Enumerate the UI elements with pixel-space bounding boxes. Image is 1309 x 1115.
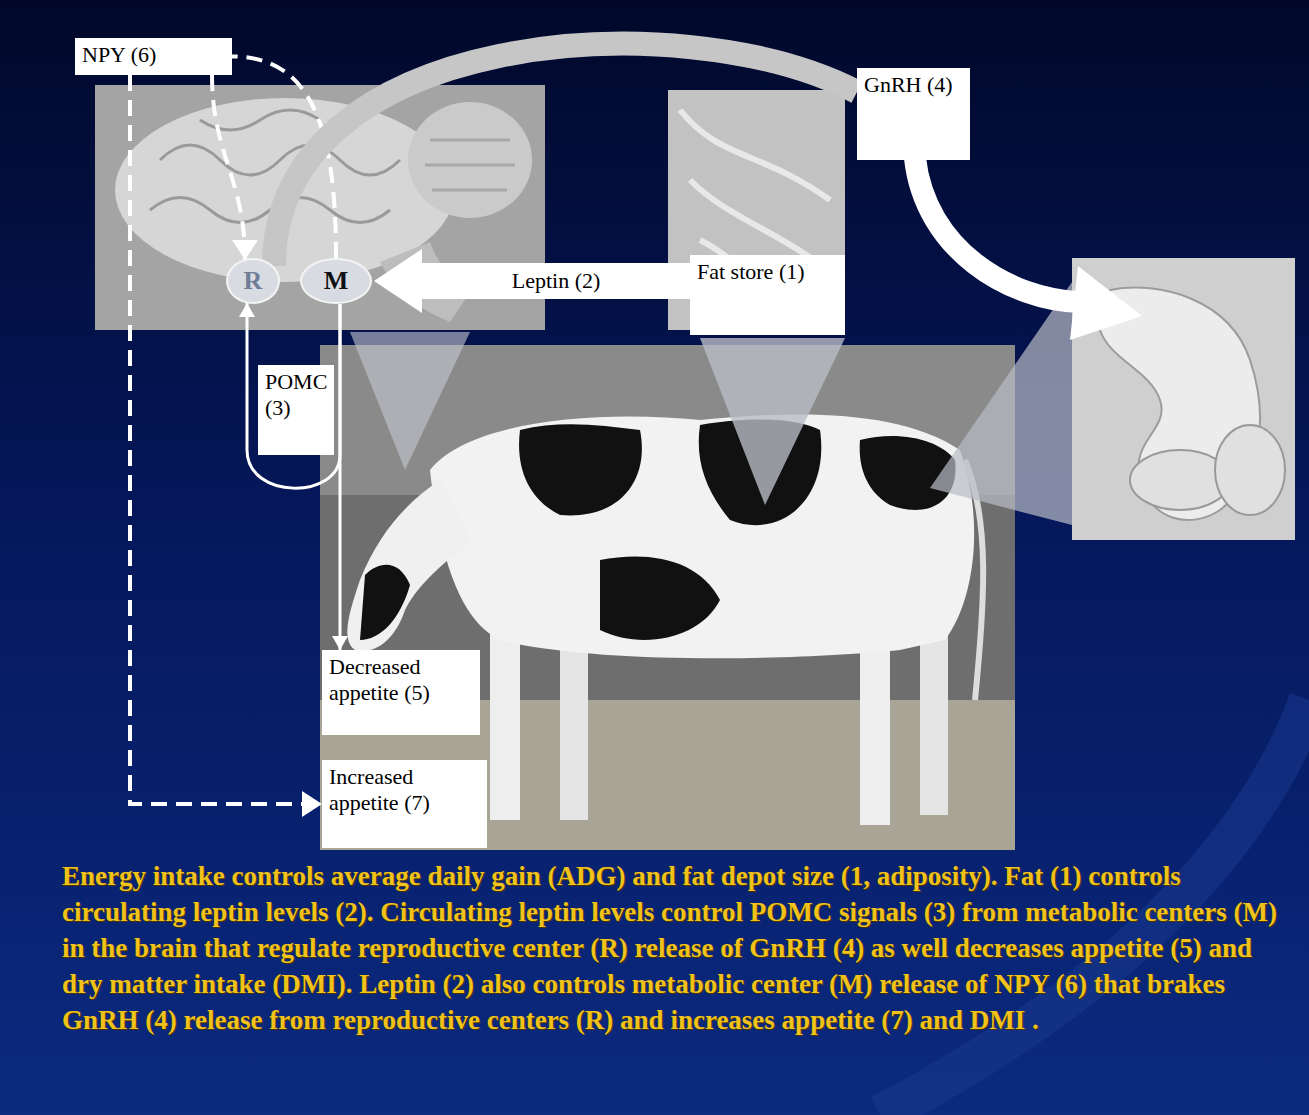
node-label: Decreased appetite (5) [329, 654, 473, 707]
label-box: Fat store (1) [690, 255, 845, 335]
node-label: POMC (3) [265, 369, 327, 422]
center-circle: M [300, 258, 372, 304]
edge-label: Leptin (2) [508, 268, 605, 294]
arrowhead [239, 303, 255, 317]
connector-line [212, 75, 245, 260]
cow-leg [490, 620, 520, 820]
uterine-horn [1215, 425, 1285, 515]
label-box: NPY (6) [75, 38, 232, 75]
caption-text: Energy intake controls average daily gai… [62, 858, 1297, 1038]
pointer-wedge [350, 332, 470, 470]
block-arrow [374, 249, 690, 313]
label-box: Decreased appetite (5) [322, 650, 480, 735]
connector [239, 303, 340, 488]
cerebellum-folds [425, 140, 515, 190]
pointer-wedge [930, 282, 1072, 525]
node-label: R [244, 268, 263, 294]
label-box: GnRH (4) [857, 68, 970, 160]
arrowhead [332, 636, 348, 650]
connector-line [247, 303, 340, 488]
cow-leg [860, 630, 890, 825]
connector [374, 249, 690, 313]
connector-line [274, 44, 857, 266]
label-box: Increased appetite (7) [322, 760, 487, 848]
node-label: Fat store (1) [697, 259, 838, 285]
cow-leg [920, 625, 948, 815]
node-label: GnRH (4) [864, 72, 963, 98]
arrowhead [302, 791, 322, 817]
arrowhead [232, 240, 258, 260]
node-label: Increased appetite (7) [329, 764, 480, 817]
gnrh-arrowhead [1070, 266, 1142, 340]
node-label: M [324, 268, 349, 294]
center-circle: R [226, 258, 280, 304]
connector [212, 75, 258, 260]
node-label: NPY (6) [82, 42, 225, 68]
gnrh-arrow [915, 158, 1080, 302]
cow-patches [360, 420, 956, 640]
pointer-wedge [700, 338, 845, 505]
connector [274, 44, 857, 266]
label-box: POMC (3) [258, 365, 334, 455]
brain-cerebellum [408, 102, 532, 218]
cow-leg [560, 630, 588, 820]
